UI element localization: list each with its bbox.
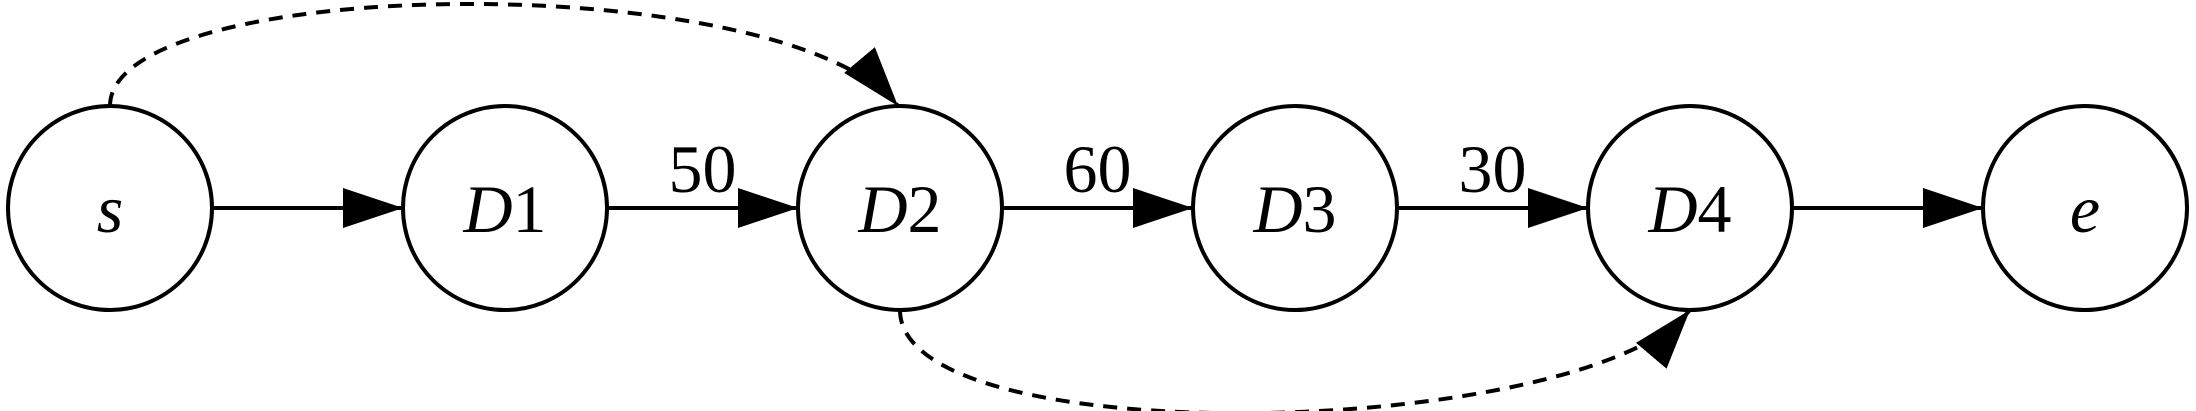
node-D3: D3	[1191, 104, 1399, 312]
node-s: s	[6, 104, 214, 312]
node-circle	[6, 104, 214, 312]
dashed-edge-s-D2	[108, 2, 900, 108]
node-D4: D4	[1586, 104, 1794, 312]
edge-weight-label: 30	[1459, 131, 1527, 207]
node-circle	[401, 104, 609, 312]
node-D1: D1	[401, 104, 609, 312]
edge-weight-label: 60	[1064, 131, 1132, 207]
node-label: D2	[857, 171, 941, 247]
dashed-edge-D2-D4	[898, 308, 1692, 411]
node-label: s	[97, 171, 123, 247]
node-circle	[1191, 104, 1399, 312]
node-label: D3	[1252, 171, 1336, 247]
node-circle	[1586, 104, 1794, 312]
node-label: D4	[1647, 171, 1731, 247]
node-label: e	[2070, 171, 2100, 247]
edge-weight-label: 50	[669, 131, 737, 207]
node-D2: D2	[796, 104, 1004, 312]
node-label: D1	[462, 171, 546, 247]
node-e: e	[1981, 104, 2189, 312]
node-circle	[1981, 104, 2189, 312]
node-circle	[796, 104, 1004, 312]
